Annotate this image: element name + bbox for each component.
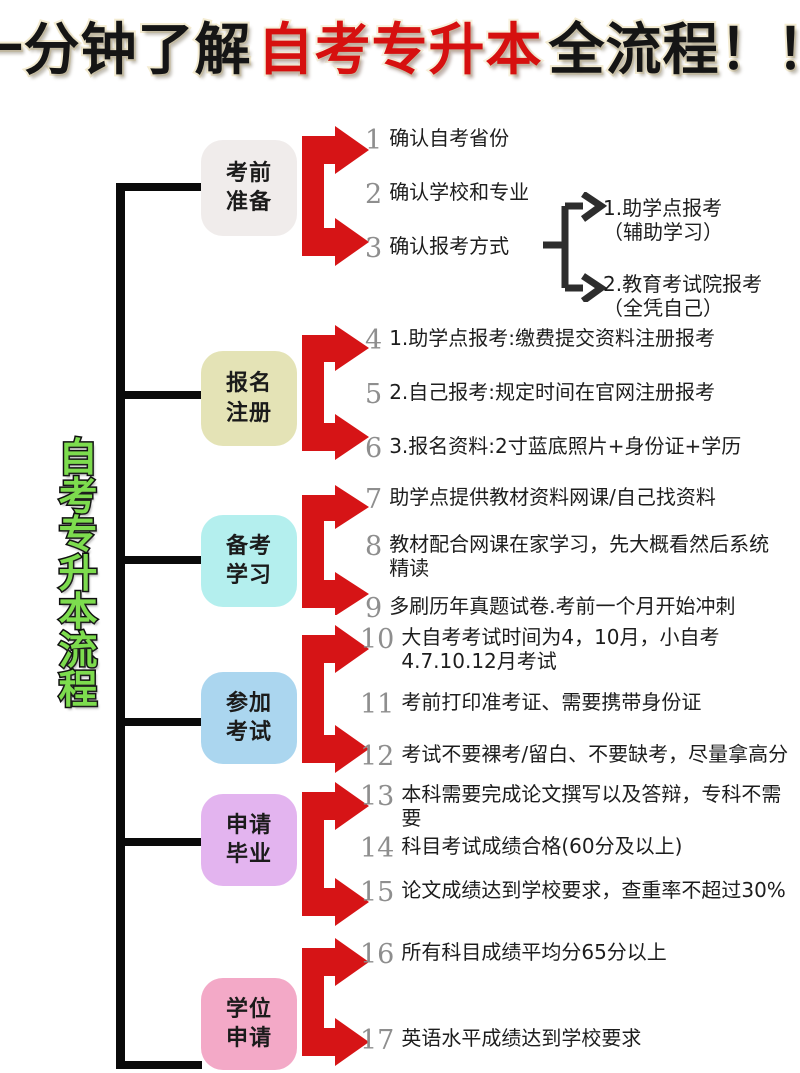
- red-double-arrow-group-3: [302, 485, 372, 615]
- sub-branch-connector: [543, 192, 615, 302]
- step-number: 2: [365, 179, 383, 210]
- step-row[interactable]: 2 确认学校和专业: [365, 180, 785, 209]
- sub-branch-line-1: 1.助学点报考: [603, 196, 723, 220]
- step-text: 多刷历年真题试卷.考前一个月开始冲刺: [389, 594, 736, 618]
- category-registration[interactable]: 报名 注册: [201, 351, 297, 446]
- step-text: 所有科目成绩平均分65分以上: [401, 940, 667, 964]
- red-double-arrow-group-5: [302, 782, 372, 927]
- step-row[interactable]: 10 大自考考试时间为4，10月，小自考4.7.10.12月考试: [360, 625, 790, 673]
- step-text: 考试不要裸考/留白、不要缺考，尽量拿高分: [401, 742, 789, 766]
- red-double-arrow-group-1: [302, 126, 372, 266]
- spine-branch-1: [116, 183, 202, 191]
- step-number: 1: [365, 125, 383, 156]
- step-number: 7: [365, 484, 383, 515]
- title-part-1: 一分钟了解: [0, 18, 253, 83]
- red-double-arrow-group-6: [302, 938, 372, 1068]
- step-number: 6: [365, 433, 383, 464]
- category-line-2: 毕业: [225, 842, 272, 867]
- step-text: 科目考试成绩合格(60分及以上): [401, 834, 683, 858]
- step-row[interactable]: 17 英语水平成绩达到学校要求: [360, 1026, 790, 1055]
- step-text: 确认自考省份: [389, 126, 510, 150]
- step-number: 13: [360, 781, 395, 812]
- category-study-prep[interactable]: 备考 学习: [201, 515, 297, 607]
- step-row[interactable]: 3 确认报考方式: [365, 234, 555, 263]
- step-text: 教材配合网课在家学习，先大概看然后系统精读: [389, 532, 770, 580]
- step-row[interactable]: 4 1.助学点报考:缴费提交资料注册报考: [365, 326, 795, 355]
- step-row[interactable]: 14 科目考试成绩合格(60分及以上): [360, 834, 790, 863]
- step-row[interactable]: 12 考试不要裸考/留白、不要缺考，尽量拿高分: [360, 742, 790, 771]
- step-text: 确认报考方式: [389, 234, 510, 258]
- step-row[interactable]: 13 本科需要完成论文撰写以及答辩，专科不需要: [360, 782, 790, 830]
- step-number: 8: [365, 531, 383, 562]
- step-number: 15: [360, 877, 395, 908]
- step-number: 4: [365, 325, 383, 356]
- sub-branch-line-2: （辅助学习）: [603, 220, 723, 245]
- step-row[interactable]: 8 教材配合网课在家学习，先大概看然后系统精读: [365, 532, 785, 580]
- sub-branch-line-2: （全凭自己）: [603, 296, 723, 321]
- step-number: 11: [360, 689, 395, 720]
- step-text: 英语水平成绩达到学校要求: [401, 1026, 642, 1050]
- step-number: 12: [360, 741, 395, 772]
- category-line-1: 申请: [225, 812, 272, 838]
- step-row[interactable]: 1 确认自考省份: [365, 126, 785, 155]
- spine-branch-2: [116, 391, 202, 399]
- spine-branch-4: [116, 718, 202, 726]
- spine-branch-5: [116, 838, 202, 846]
- category-line-1: 备考: [225, 533, 272, 559]
- step-text: 大自考考试时间为4，10月，小自考4.7.10.12月考试: [401, 625, 720, 673]
- spine-branch-6: [116, 1061, 202, 1069]
- step-row[interactable]: 16 所有科目成绩平均分65分以上: [360, 940, 790, 969]
- step-row[interactable]: 7 助学点提供教材资料网课/自己找资料: [365, 485, 795, 514]
- category-line-1: 报名: [225, 371, 272, 397]
- step-text: 考前打印准考证、需要携带身份证: [401, 690, 702, 714]
- category-line-1: 学位: [225, 996, 272, 1022]
- step-number: 14: [360, 833, 395, 864]
- step-number: 9: [365, 593, 383, 624]
- category-line-2: 准备: [225, 190, 272, 215]
- red-double-arrow-group-4: [302, 625, 372, 775]
- category-line-1: 考前: [225, 160, 272, 186]
- page-title: 一分钟了解 自考专升本 全流程！！: [0, 8, 800, 94]
- step-text: 2.自己报考:规定时间在官网注册报考: [389, 380, 716, 404]
- step-number: 3: [365, 233, 383, 264]
- sub-branch-item-1[interactable]: 1.助学点报考 （辅助学习）: [603, 196, 723, 245]
- step-row[interactable]: 5 2.自己报考:规定时间在官网注册报考: [365, 380, 795, 409]
- step-text: 3.报名资料:2寸蓝底照片+身份证+学历: [389, 434, 742, 458]
- sub-branch-line-1: 2.教育考试院报考: [603, 272, 763, 296]
- category-line-2: 注册: [225, 400, 272, 426]
- step-row[interactable]: 6 3.报名资料:2寸蓝底照片+身份证+学历: [365, 434, 795, 463]
- category-line-2: 学习: [225, 563, 272, 588]
- sub-branch-item-2[interactable]: 2.教育考试院报考 （全凭自己）: [603, 272, 762, 321]
- step-row[interactable]: 9 多刷历年真题试卷.考前一个月开始冲刺: [365, 594, 795, 623]
- category-apply-degree[interactable]: 学位 申请: [201, 978, 297, 1070]
- step-number: 16: [360, 939, 395, 970]
- category-pre-exam-prep[interactable]: 考前 准备: [201, 140, 297, 236]
- step-text: 1.助学点报考:缴费提交资料注册报考: [389, 326, 716, 350]
- vertical-side-label: 自考专升本流程: [57, 436, 99, 713]
- step-text: 本科需要完成论文撰写以及答辩，专科不需要: [401, 782, 782, 830]
- category-line-2: 申请: [225, 1026, 272, 1051]
- category-line-2: 考试: [225, 720, 272, 745]
- spine-vertical: [116, 183, 125, 1069]
- title-highlight: 自考专升本: [256, 18, 544, 83]
- step-row[interactable]: 15 论文成绩达到学校要求，查重率不超过30%: [360, 878, 790, 907]
- step-text: 助学点提供教材资料网课/自己找资料: [389, 485, 716, 509]
- category-line-1: 参加: [225, 690, 272, 716]
- step-number: 17: [360, 1025, 395, 1056]
- step-text: 论文成绩达到学校要求，查重率不超过30%: [401, 878, 786, 902]
- step-number: 5: [365, 379, 383, 410]
- step-number: 10: [360, 624, 395, 655]
- step-text: 确认学校和专业: [389, 180, 530, 204]
- title-part-2: 全流程！！: [547, 18, 800, 83]
- spine-branch-3: [116, 556, 202, 564]
- category-take-exam[interactable]: 参加 考试: [201, 672, 297, 764]
- red-double-arrow-group-2: [302, 325, 372, 460]
- category-apply-graduation[interactable]: 申请 毕业: [201, 794, 297, 886]
- step-row[interactable]: 11 考前打印准考证、需要携带身份证: [360, 690, 790, 719]
